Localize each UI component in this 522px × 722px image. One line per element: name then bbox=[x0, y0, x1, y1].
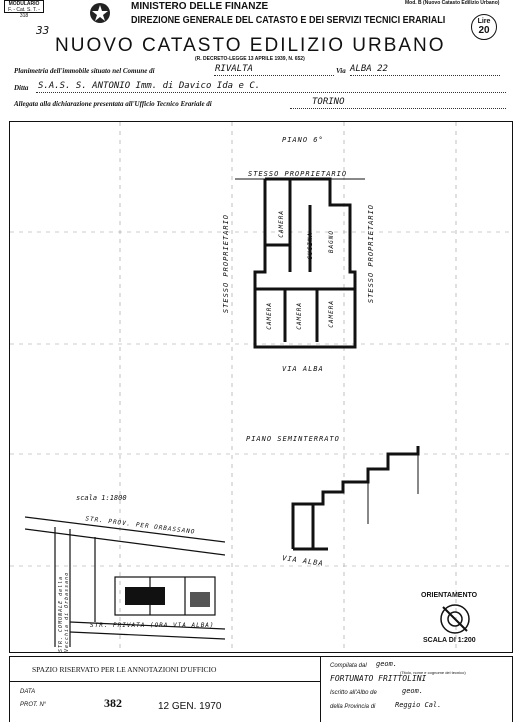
province-value: Reggio Cal. bbox=[395, 701, 442, 709]
plan-scale: SCALA DI 1:200 bbox=[423, 637, 476, 644]
room-camera-4: CAMERA bbox=[328, 300, 335, 328]
province-label: della Provincia di bbox=[330, 704, 376, 710]
direction-name: DIREZIONE GENERALE DEL CATASTO E DEI SER… bbox=[131, 14, 446, 26]
modulario-code: F. - Cat. S. T. - 318 bbox=[8, 7, 40, 19]
via-label: Via bbox=[336, 67, 346, 75]
reserved-title: SPAZIO RISERVATO PER LE ANNOTAZIONI D'UF… bbox=[32, 665, 217, 674]
ditta-line bbox=[36, 92, 506, 93]
price-stamp: Lire 20 bbox=[471, 14, 497, 40]
map-scale: scala 1:1800 bbox=[76, 494, 127, 502]
albo-value: geom. bbox=[402, 687, 424, 695]
owner-top-label: STESSO PROPRIETARIO bbox=[248, 170, 348, 178]
map-street-bottom: STR. PRIVATA (ORA VIA ALBA) bbox=[90, 622, 215, 629]
comune-value: RIVALTA bbox=[215, 64, 253, 74]
republic-emblem-icon bbox=[90, 3, 110, 23]
floor-label: PIANO 6° bbox=[282, 136, 324, 144]
model-ref: Mod. B (Nuovo Catasto Edilizio Urbano) bbox=[405, 0, 500, 6]
map-street-left: STR. COMUNALE della Vecchia di Orbassano bbox=[58, 571, 70, 652]
plan-label: Planimetria dell'immobile situato nel Co… bbox=[14, 67, 155, 75]
floor-plan-drawing bbox=[235, 177, 365, 349]
prot-number: 382 bbox=[104, 696, 122, 710]
via-value: ALBA 22 bbox=[350, 64, 388, 74]
room-camera-3: CAMERA bbox=[296, 302, 303, 330]
ufficio-value: TORINO bbox=[312, 97, 345, 107]
modulario-label: MODULARIO bbox=[8, 1, 40, 7]
room-bagno: BAGNO bbox=[328, 230, 335, 254]
date-stamp: 12 GEN. 1970 bbox=[158, 701, 222, 712]
comune-line bbox=[214, 75, 334, 76]
modulario-box: MODULARIO F. - Cat. S. T. - 318 bbox=[4, 0, 44, 19]
ufficio-line bbox=[290, 108, 506, 109]
allegata-label: Allegata alla dichiarazione presentata a… bbox=[14, 100, 212, 108]
reserved-area: SPAZIO RISERVATO PER LE ANNOTAZIONI D'UF… bbox=[10, 657, 321, 722]
office-section: SPAZIO RISERVATO PER LE ANNOTAZIONI D'UF… bbox=[9, 656, 513, 722]
price-label: Lire bbox=[477, 18, 491, 25]
document-title: NUOVO CATASTO EDILIZIO URBANO bbox=[55, 35, 446, 56]
compiled-title: geom. bbox=[376, 660, 398, 668]
guide-lines bbox=[10, 122, 512, 652]
albo-label: Iscritto all'Albo de bbox=[330, 690, 377, 696]
street-label: VIA ALBA bbox=[282, 365, 324, 373]
owner-left-label: STESSO PROPRIETARIO bbox=[222, 214, 230, 314]
ditta-label: Ditta bbox=[14, 84, 29, 92]
page-number: 33 bbox=[36, 24, 50, 37]
compiler-name: FORTUNATO FRITTOLINI bbox=[330, 674, 427, 683]
prot-label: PROT. N° bbox=[20, 702, 47, 708]
basement-label: PIANO SEMINTERRATO bbox=[246, 435, 340, 443]
basement-drawing bbox=[291, 446, 420, 551]
plan-area: PIANO 6° STESSO PROPRIETARIO STESSO PROP… bbox=[9, 121, 513, 653]
orientation-label: ORIENTAMENTO bbox=[421, 592, 478, 599]
compass-icon bbox=[440, 604, 470, 634]
data-label: DATA bbox=[20, 689, 36, 695]
compiled-note: (Titolo, nome e cognome del tecnico) bbox=[400, 670, 466, 675]
compiled-label: Compilata dal bbox=[330, 663, 367, 669]
room-cucina: CUCINA bbox=[307, 232, 314, 260]
via-line bbox=[350, 75, 500, 76]
room-camera-2: CAMERA bbox=[266, 302, 273, 330]
price-value: 20 bbox=[478, 25, 490, 36]
location-map bbox=[25, 516, 225, 647]
ministry-name: MINISTERO DELLE FINANZE bbox=[131, 1, 269, 12]
decree-ref: (R. DECRETO-LEGGE 13 APRILE 1939, N. 652… bbox=[195, 56, 305, 62]
ditta-value: S.A.S. S. ANTONIO Imm. di Davico Ida e C… bbox=[38, 81, 261, 91]
room-camera-1: CAMERA bbox=[278, 210, 285, 238]
reserved-divider bbox=[10, 681, 320, 682]
